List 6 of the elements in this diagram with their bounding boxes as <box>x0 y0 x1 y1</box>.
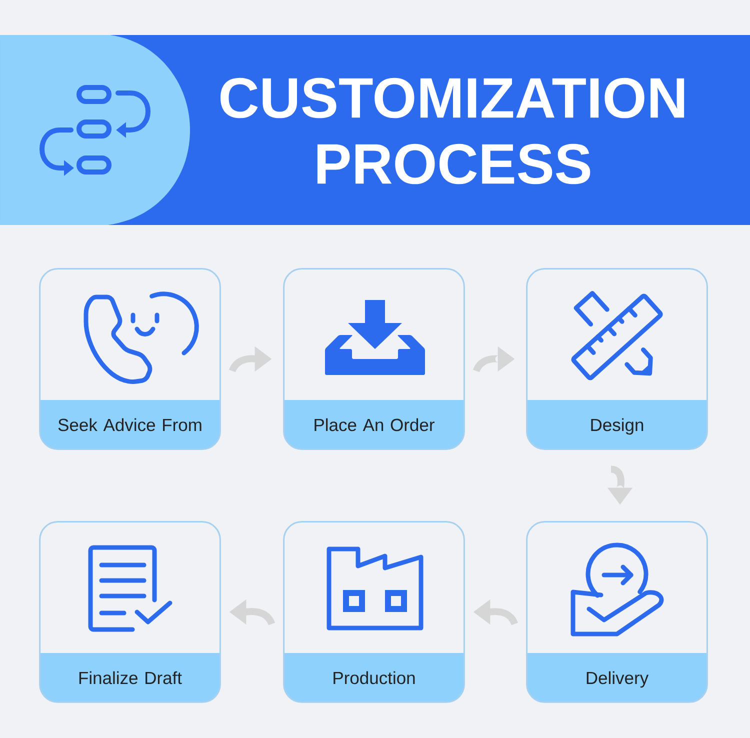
step-card: Design <box>526 268 708 450</box>
step-card: Seek Advice From <box>39 268 221 450</box>
step-card: Production <box>283 521 465 703</box>
step-card: Finalize Draft <box>39 521 221 703</box>
step-card: Delivery <box>526 521 708 703</box>
title: CUSTOMIZATION PROCESS <box>220 78 684 184</box>
